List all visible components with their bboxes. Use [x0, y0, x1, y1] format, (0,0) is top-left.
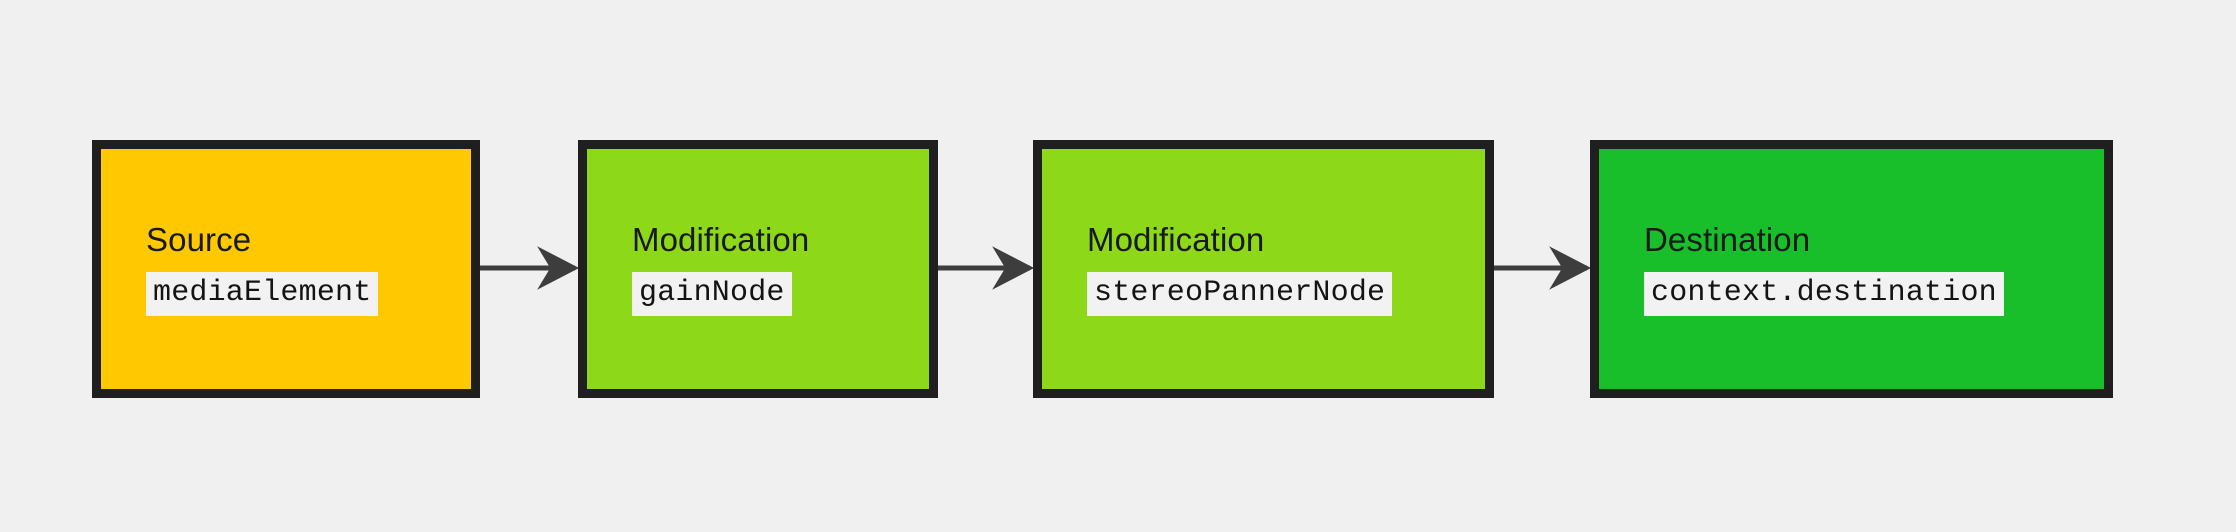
node-source[interactable]: Source mediaElement [92, 140, 480, 398]
node-title: Modification [1087, 221, 1265, 259]
node-code-label: context.destination [1644, 272, 2004, 316]
node-title: Destination [1644, 221, 1811, 259]
node-gain[interactable]: Modification gainNode [578, 140, 938, 398]
node-code-label: gainNode [632, 272, 792, 316]
node-code-label: stereoPannerNode [1087, 272, 1393, 316]
node-panner[interactable]: Modification stereoPannerNode [1033, 140, 1494, 398]
node-title: Modification [632, 221, 810, 259]
node-title: Source [146, 221, 252, 259]
node-code-label: mediaElement [146, 272, 379, 316]
node-destination[interactable]: Destination context.destination [1590, 140, 2113, 398]
